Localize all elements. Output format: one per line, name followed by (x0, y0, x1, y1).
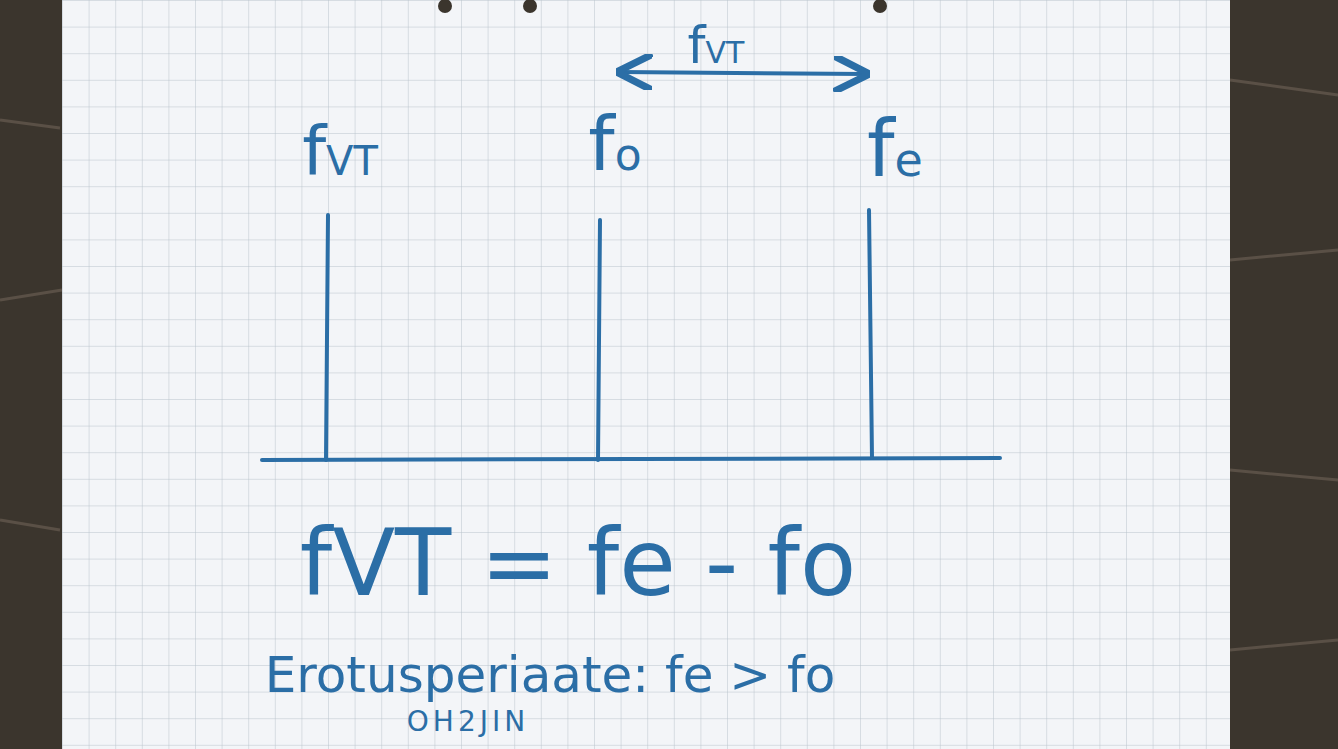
punch-hole (873, 0, 887, 13)
difference-arrow (620, 72, 866, 74)
principle-note: Erotusperiaate: fe > fo (265, 650, 836, 700)
punch-hole (523, 0, 537, 13)
spectrum-line (598, 220, 600, 460)
spectrum-line (869, 210, 872, 458)
signature: OH2JIN (407, 708, 529, 736)
paper-grid (62, 0, 1230, 749)
punch-hole (438, 0, 452, 13)
spectrum-line (326, 215, 328, 460)
formula: fVT = fe - fo (300, 518, 856, 610)
line-label: fe (867, 110, 923, 188)
line-label: fVT (302, 118, 378, 186)
graph-paper (62, 0, 1230, 749)
arrow-label: fVT (688, 20, 745, 71)
line-label: fo (588, 108, 641, 183)
frequency-axis (262, 458, 1000, 460)
